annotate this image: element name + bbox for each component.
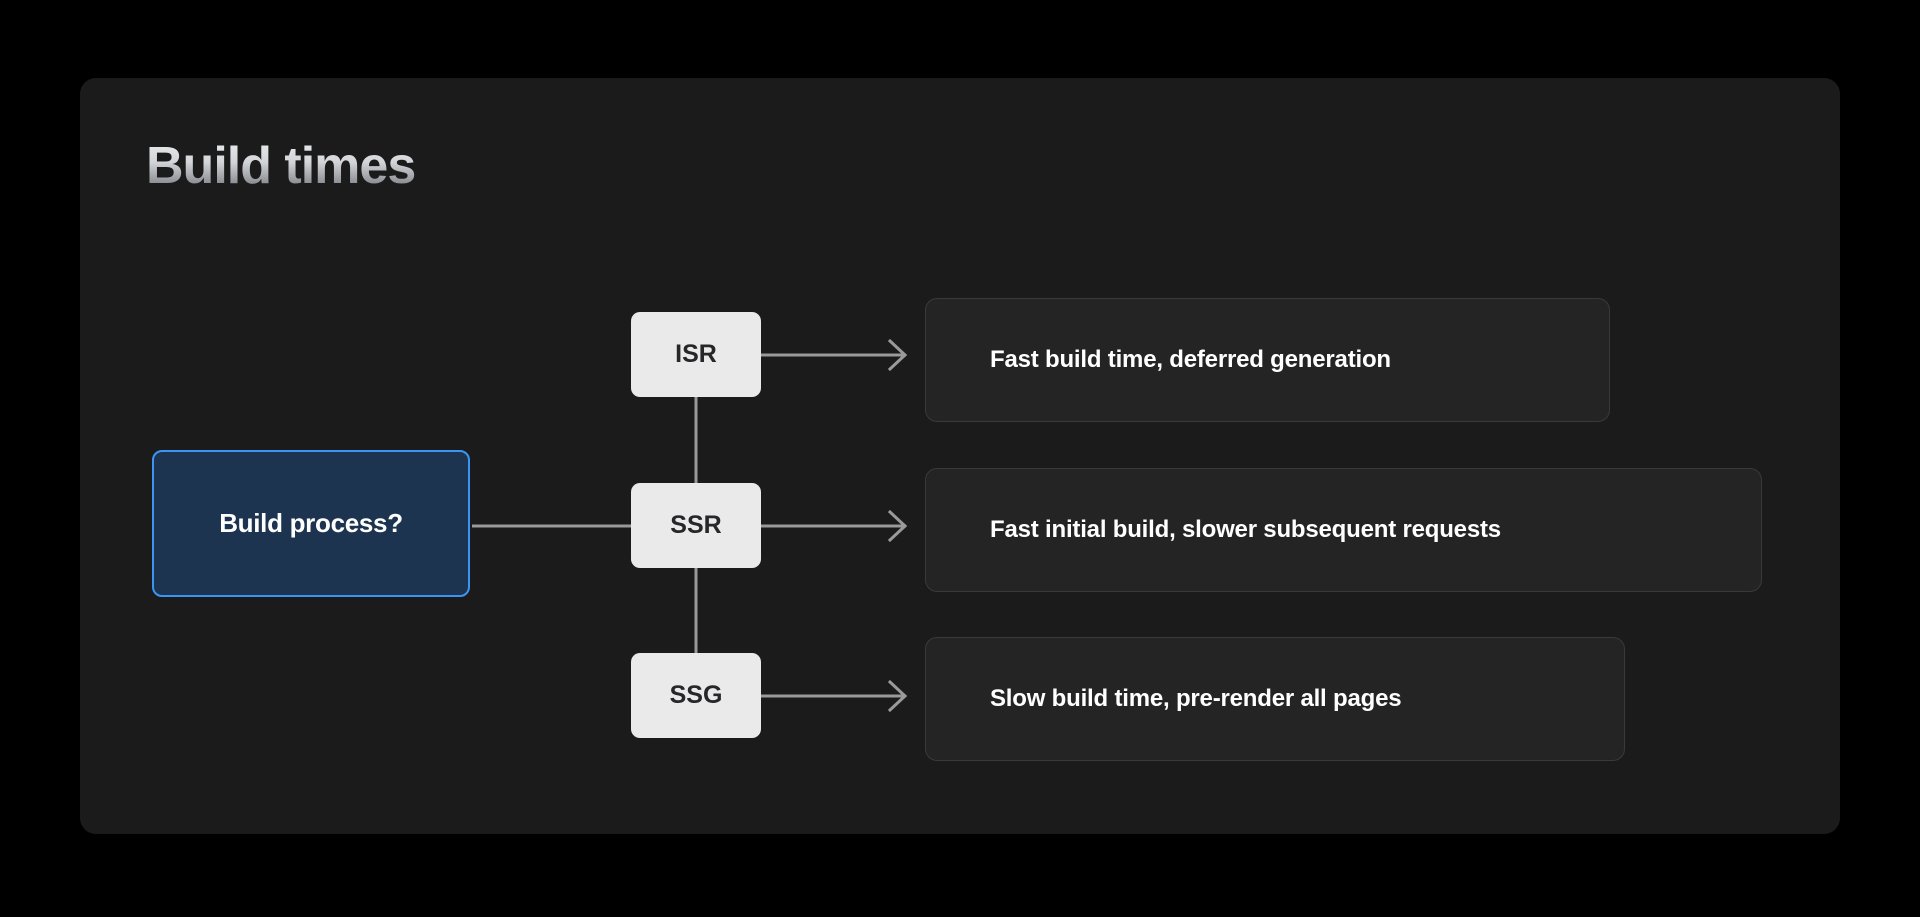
decision-node-build-process[interactable]: Build process? (152, 450, 470, 597)
page-title: Build times (146, 137, 416, 195)
strategy-node-ssg[interactable]: SSG (631, 653, 761, 738)
outcome-box-isr[interactable]: Fast build time, deferred generation (925, 298, 1610, 422)
strategy-node-label: ISR (675, 340, 717, 368)
strategy-node-ssr[interactable]: SSR (631, 483, 761, 568)
strategy-node-label: SSG (669, 681, 723, 709)
outcome-label: Fast initial build, slower subsequent re… (990, 516, 1501, 543)
outcome-box-ssr[interactable]: Fast initial build, slower subsequent re… (925, 468, 1762, 592)
decision-node-label: Build process? (219, 508, 403, 538)
outcome-box-ssg[interactable]: Slow build time, pre-render all pages (925, 637, 1625, 761)
strategy-node-label: SSR (670, 511, 722, 539)
outcome-label: Slow build time, pre-render all pages (990, 685, 1402, 712)
strategy-node-isr[interactable]: ISR (631, 312, 761, 397)
outcome-label: Fast build time, deferred generation (990, 346, 1391, 373)
